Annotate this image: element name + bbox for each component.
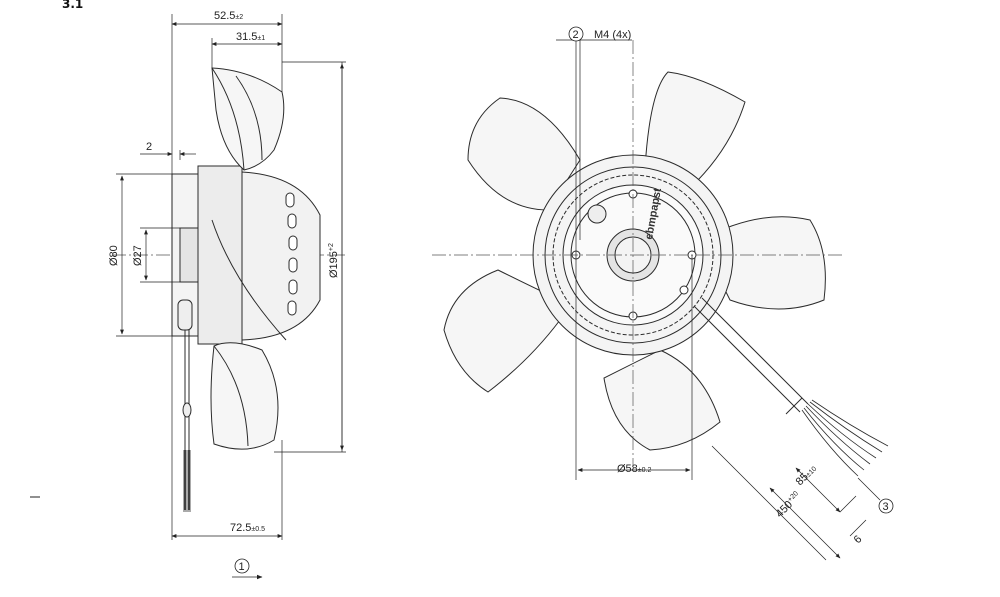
dim-cable-length-tol: +20	[787, 490, 800, 503]
blade-top	[467, 97, 581, 211]
mount-screw-label: M4 (4x)	[594, 29, 631, 41]
blade-upper-right	[644, 71, 746, 189]
dim-width-total: 52.5	[214, 10, 235, 22]
rotor-slots	[285, 192, 298, 316]
svg-text:450+20: 450+20	[774, 490, 804, 520]
front-view	[443, 71, 889, 477]
dim-wire-end: 6	[852, 533, 865, 546]
dim-strip-length-tol: ±10	[805, 466, 818, 479]
blade-lower	[210, 342, 279, 450]
dim-diameter-hub: Ø27	[132, 245, 144, 266]
side-view	[112, 67, 345, 512]
dim-mount-circle-tol: ±0.2	[638, 467, 652, 474]
wire-ends-front	[801, 399, 889, 477]
dim-mount-circle: Ø58	[617, 463, 638, 475]
dim-depth: 72.5	[230, 522, 251, 534]
dim-width-total-tol: ±2	[235, 14, 243, 21]
svg-text:85±10: 85±10	[794, 463, 819, 488]
dim-width-rotor: 31.5	[236, 31, 257, 43]
cable-gland	[177, 299, 193, 331]
front-dimensions	[556, 39, 881, 561]
svg-text:72.5±0.5: 72.5±0.5	[230, 522, 265, 534]
callout-mount-number: 2	[573, 29, 579, 41]
wire-ends-side	[183, 450, 191, 512]
svg-text:Ø195+2: Ø195+2	[328, 243, 340, 278]
callout-airflow-number: 1	[239, 561, 245, 573]
dim-diameter-motor: Ø80	[108, 245, 120, 266]
side-dimensions	[116, 14, 346, 540]
blade-upper	[211, 67, 285, 171]
airflow-callout: 1	[232, 558, 263, 580]
dim-diameter-fan: Ø195	[328, 251, 340, 278]
svg-text:52.5±2: 52.5±2	[214, 10, 243, 22]
blade-lower-left	[443, 269, 561, 393]
svg-text:Ø58±0.2: Ø58±0.2	[617, 463, 651, 475]
dim-offset: 2	[146, 141, 152, 153]
side-dimension-labels: 52.5±2 31.5±1 2 Ø80 Ø27 Ø195+2 72.5±0.5	[108, 10, 340, 534]
blade-lower-right	[603, 349, 721, 451]
motor-body	[197, 165, 243, 345]
dim-width-rotor-tol: ±1	[257, 35, 265, 42]
dim-diameter-fan-tol: +2	[328, 243, 335, 251]
motor-hub	[179, 227, 199, 283]
rotor-cage	[241, 171, 321, 341]
front-centerlines	[432, 40, 845, 465]
svg-text:31.5±1: 31.5±1	[236, 31, 265, 43]
dim-depth-tol: ±0.5	[251, 526, 265, 533]
balance-plug	[587, 204, 607, 224]
callout-cable-number: 3	[883, 501, 889, 513]
mount-hole	[679, 285, 689, 295]
section-heading: 3.1	[62, 0, 83, 11]
